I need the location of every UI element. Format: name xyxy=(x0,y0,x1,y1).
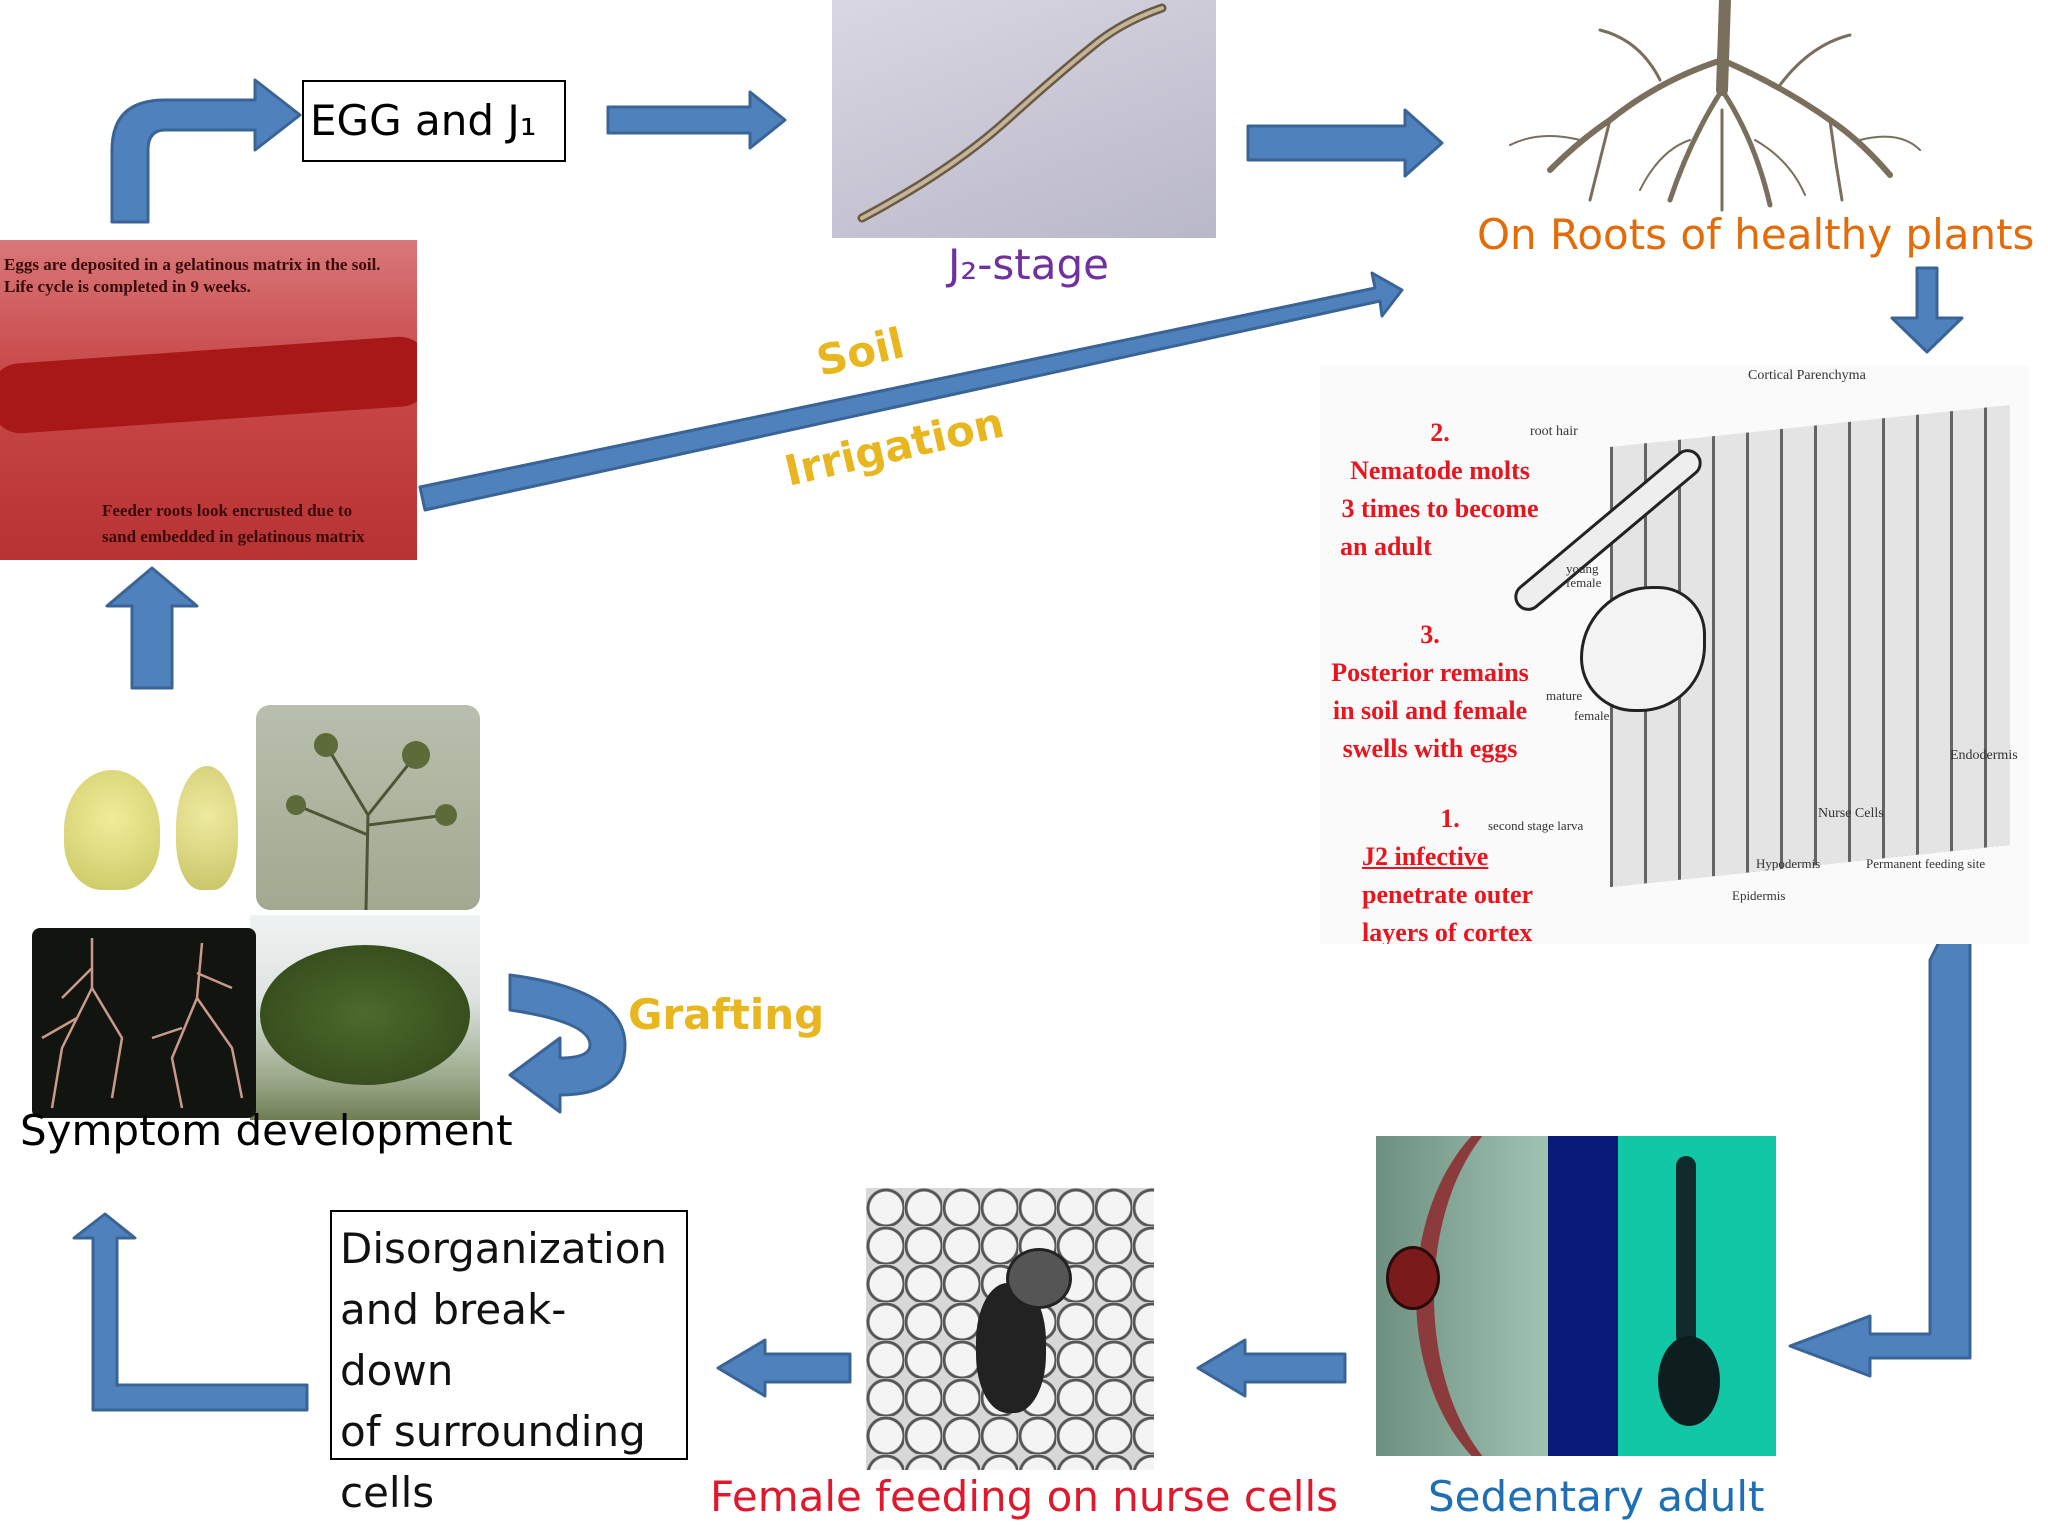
label-mature-female: mature female xyxy=(1534,686,1609,726)
arrow-grafting xyxy=(508,973,627,1114)
galled-roots-icon xyxy=(41,938,244,1109)
j2-stage-label: J₂-stage xyxy=(948,240,1109,289)
leaf-icon xyxy=(64,770,160,890)
nurse-cells-micrograph xyxy=(866,1188,1154,1470)
step-1: 1. J2 infective penetrate outer layers o… xyxy=(1340,800,1560,944)
label-line: young xyxy=(1566,561,1599,576)
arrow-j2-to-roots xyxy=(1246,108,1444,178)
arrow-egg-photo-to-egg xyxy=(110,78,302,224)
label-line: female xyxy=(1574,708,1610,723)
step-line: an adult xyxy=(1340,532,1432,561)
yellow-leaves-photo xyxy=(58,740,242,895)
step-line: Nematode molts xyxy=(1350,456,1530,485)
egg-caption-line: Eggs are deposited in a gelatinous matri… xyxy=(4,255,381,274)
arrow-symptom-to-egg-photo xyxy=(105,566,199,690)
nurse-cell-icon xyxy=(1006,1248,1072,1309)
root-system-icon xyxy=(1509,0,1921,212)
step-line: penetrate outer xyxy=(1362,880,1534,909)
step-line: layers of cortex xyxy=(1362,918,1533,944)
olive-tree-photo xyxy=(250,915,480,1120)
leaf-icon xyxy=(176,766,238,890)
roots-label: On Roots of healthy plants xyxy=(1477,210,2035,259)
step-line: in soil and female xyxy=(1332,696,1528,725)
egg-caption-line: Life cycle is completed in 9 weeks. xyxy=(4,277,251,296)
step-number: 3. xyxy=(1420,620,1440,649)
feeder-root-band xyxy=(0,334,417,436)
egg-caption-line: Feeder roots look encrusted due to xyxy=(102,501,353,520)
step-2: 2. Nematode molts 3 times to become an a… xyxy=(1330,414,1550,566)
label-line: mature xyxy=(1546,688,1583,703)
label-hypodermis: Hypodermis xyxy=(1756,856,1821,871)
tree-canopy-icon xyxy=(260,945,470,1085)
label-epidermis: Epidermis xyxy=(1732,888,1786,903)
symptom-label: Symptom development xyxy=(20,1106,513,1155)
label-line: female xyxy=(1566,575,1602,590)
arrow-feeding-to-disorganization xyxy=(716,1338,852,1398)
arrow-egg-to-j2 xyxy=(606,90,787,150)
arrow-disorganization-to-symptom xyxy=(72,1212,309,1412)
egg-matrix-photo: Eggs are deposited in a gelatinous matri… xyxy=(0,240,417,560)
egg-caption-top: Eggs are deposited in a gelatinous matri… xyxy=(4,254,381,298)
disorganization-line: and break-down xyxy=(340,1285,567,1395)
sedentary-label: Sedentary adult xyxy=(1428,1472,1765,1521)
adult-female-icon xyxy=(1676,1156,1696,1346)
egg-caption-bottom: Feeder roots look encrusted due to sand … xyxy=(102,498,365,550)
arrow-diagram-to-sedentary xyxy=(1788,908,1972,1378)
egg-sac-icon xyxy=(1658,1336,1720,1426)
label-young-female: young female xyxy=(1566,562,1601,590)
arrow-sedentary-to-feeding xyxy=(1196,1338,1347,1398)
step-line: swells with eggs xyxy=(1342,734,1518,763)
arrow-roots-to-diagram xyxy=(1890,266,1964,354)
nematode-j2-icon xyxy=(857,3,1167,223)
disorganization-line: cells xyxy=(340,1468,435,1517)
divider-panel xyxy=(1548,1136,1618,1456)
step-line: Posterior remains xyxy=(1331,658,1529,687)
arrow-soil-irrigation xyxy=(418,271,1404,512)
step-3: 3. Posterior remains in soil and female … xyxy=(1320,616,1540,768)
disorganization-box: Disorganization and break-down of surrou… xyxy=(330,1210,688,1517)
egg-j1-box: EGG and J₁ xyxy=(302,80,566,162)
female-body-icon xyxy=(1386,1246,1440,1310)
egg-caption-line: sand embedded in gelatinous matrix xyxy=(102,527,365,546)
declining-tree-photo xyxy=(256,705,480,910)
sedentary-adult-micrograph xyxy=(1376,1136,1776,1456)
label-permanent: Permanent feeding site xyxy=(1866,856,1986,871)
disorganization-line: Disorganization xyxy=(340,1224,668,1273)
j2-worm-photo xyxy=(832,0,1216,238)
label-endodermis: Endodermis xyxy=(1950,748,2018,763)
nematode-female-icon xyxy=(1580,586,1706,712)
label-second-stage: second stage larva xyxy=(1488,818,1584,833)
step-line: 3 times to become xyxy=(1341,494,1539,523)
female-feeding-label: Female feeding on nurse cells xyxy=(710,1472,1339,1521)
root-cross-section-diagram: 2. Nematode molts 3 times to become an a… xyxy=(1320,366,2030,944)
grafting-label: Grafting xyxy=(628,990,825,1039)
infected-roots-photo xyxy=(32,928,256,1118)
label-nurse-cells: Nurse Cells xyxy=(1818,806,1884,821)
label-root-hair: root hair xyxy=(1530,424,1578,439)
egg-j1-label: EGG and J₁ xyxy=(310,96,537,145)
label-cortical: Cortical Parenchyma xyxy=(1748,368,1866,383)
disorganization-line: of surrounding xyxy=(340,1407,646,1456)
step-line: J2 infective xyxy=(1362,842,1489,871)
bare-branches-icon xyxy=(286,733,457,910)
roots-photo xyxy=(1490,0,1930,215)
step-number: 2. xyxy=(1430,418,1450,447)
step-number: 1. xyxy=(1440,804,1460,833)
